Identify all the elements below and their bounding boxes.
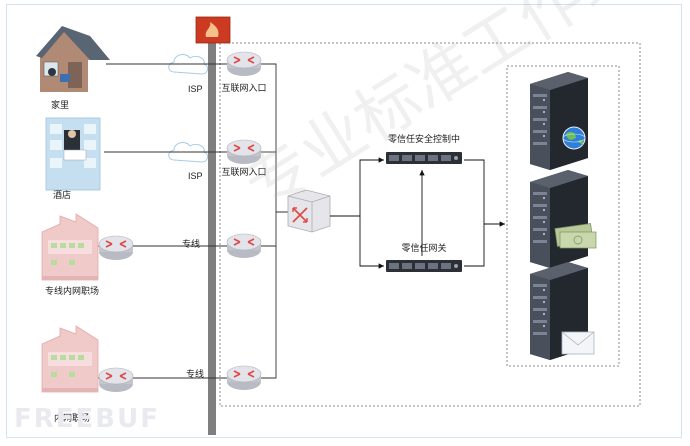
control-center-label: 零信任安全控制中 [387,134,461,144]
router-icon [226,233,262,259]
globe-icon [562,126,586,150]
image-frame [6,4,682,438]
backbone-pipe [208,40,216,435]
link-label-leased-line: 专线 [182,239,201,249]
server-zone-boundary [506,65,620,367]
isp-cloud-icon [168,54,209,75]
location-label-hotel: 酒店 [52,190,72,200]
intranet-boundary [219,42,641,407]
envelope-icon [561,331,595,355]
link-label-isp: ISP [188,171,203,181]
location-label-leased-line-office: 专线内网职场 [44,286,100,296]
isp-cloud-icon [168,142,209,163]
office-building-icon [41,325,99,393]
core-switch-icon [287,189,331,233]
router-icon [226,365,262,391]
aggregation-lines [261,63,290,379]
zero-trust-links [330,157,505,269]
router-label-internet-entry: 互联网入口 [221,83,267,93]
gateway-label: 零信任网关 [401,243,447,253]
router-icon [98,367,134,393]
hotel-icon [45,117,101,191]
money-icon [554,223,597,249]
house-icon [36,26,110,92]
location-label-intranet-office: 内网职场 [53,413,91,423]
server-icon [530,170,588,268]
link-label-isp: ISP [188,84,203,94]
freebuf-watermark: FREEBUF [14,404,160,434]
router-icon [226,51,262,77]
zero-trust-gateway-device [386,260,462,272]
server-icon [530,72,588,170]
location-label-home: 家里 [50,100,70,110]
zero-trust-control-center-device [386,152,462,164]
link-label-leased-line: 专线 [186,369,205,379]
router-icon [98,235,134,261]
firewall-icon [195,16,231,44]
router-label-internet-entry: 互联网入口 [221,167,267,177]
access-lines [98,63,230,379]
office-building-icon [41,213,99,281]
